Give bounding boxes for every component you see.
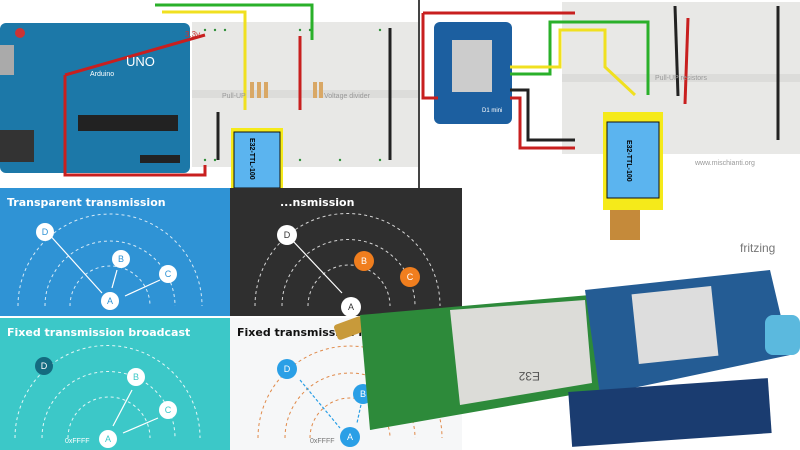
e32-shield-can <box>450 300 592 405</box>
diagram-dark: ...nsmission D B C A <box>230 188 462 316</box>
resistors <box>250 82 323 98</box>
reset-button-graphic <box>15 28 25 38</box>
diagram-transparent: Transparent transmission D B C A <box>0 188 230 316</box>
diagram-title: Fixed transmission broadcast <box>7 326 191 339</box>
monitor-address: 0xFFFF <box>310 438 335 445</box>
breadboard-holes <box>203 28 382 162</box>
wire-red <box>421 11 575 100</box>
arduino-wiring-drawing: 3.3v Pull-UP Voltage divider UNO Arduino… <box>0 3 418 188</box>
pullup-label: Pull-UP resistors <box>655 75 707 82</box>
node-d: D <box>284 230 291 240</box>
d1mini-wiring-panel: Pull-UP resistors D1 mini E32-TTL-100 ww… <box>418 0 800 265</box>
wire-yellow <box>510 28 637 97</box>
e32-photo-text: E32 <box>518 369 540 383</box>
node-c: C <box>165 405 172 415</box>
diagram-title: Transparent transmission <box>7 196 166 209</box>
e32-label: E32-TTL-100 <box>248 138 255 180</box>
node-b: B <box>118 254 124 264</box>
node-b: B <box>360 389 366 399</box>
e32-label: E32-TTL-100 <box>625 140 632 182</box>
node-d: D <box>284 364 291 374</box>
uno-label: UNO <box>126 54 155 69</box>
node-d: D <box>41 361 48 371</box>
node-b: B <box>133 372 139 382</box>
d1mini-wiring-drawing: Pull-UP resistors D1 mini E32-TTL-100 ww… <box>421 2 800 255</box>
diagram-broadcast: Fixed transmission broadcast D B C A 0xF… <box>0 318 230 450</box>
hardware-photo: E32 <box>300 265 800 450</box>
node-a: A <box>348 302 354 312</box>
diagram-title: ...nsmission <box>280 196 355 209</box>
antenna-connector <box>610 210 640 240</box>
wire-yellow <box>162 10 247 110</box>
node-a: A <box>105 434 111 444</box>
node-c: C <box>165 269 172 279</box>
site-label: www.mischianti.org <box>694 160 755 167</box>
node-a: A <box>347 432 353 442</box>
node-a: A <box>107 296 113 306</box>
divider-label: Voltage divider <box>324 93 371 100</box>
d1-label: D1 mini <box>482 108 502 114</box>
arduino-uno-board <box>0 23 190 173</box>
arduino-wiring-panel: 3.3v Pull-UP Voltage divider UNO Arduino… <box>0 0 418 188</box>
broadcast-address: 0xFFFF <box>65 438 90 445</box>
voltage-label: 3.3v <box>185 30 200 39</box>
wire-green <box>155 3 314 40</box>
arduino-label: Arduino <box>90 71 114 78</box>
wire-red <box>63 33 207 177</box>
wire-green <box>510 20 650 95</box>
fritzing-label: fritzing <box>740 241 775 255</box>
sma-antenna <box>334 316 366 340</box>
pullup-label: Pull-UP <box>222 93 246 100</box>
node-d: D <box>42 227 49 237</box>
node-b: B <box>361 256 367 266</box>
node-c: C <box>407 272 414 282</box>
